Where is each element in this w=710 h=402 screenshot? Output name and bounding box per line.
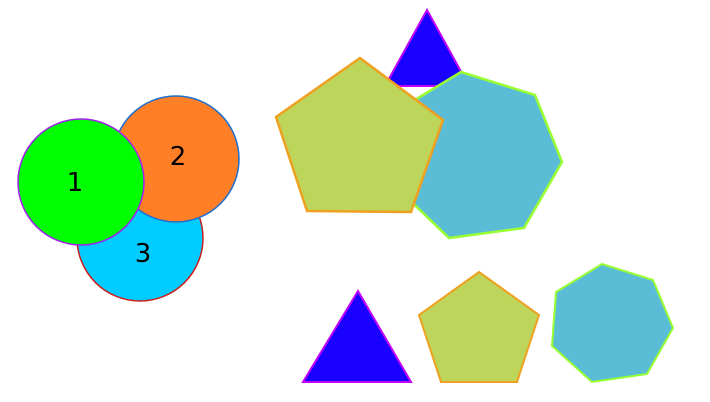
bottom-olive-pentagon [417, 270, 541, 383]
bottom-blue-triangle [301, 289, 413, 383]
circle-label-3: 3 [135, 239, 152, 269]
top-olive-pentagon [274, 56, 445, 214]
circle-label-1: 1 [67, 168, 84, 198]
circle-label-2: 2 [170, 142, 187, 172]
bottom-teal-heptagon [550, 262, 675, 384]
green-circle [17, 118, 145, 246]
top-blue-triangle [383, 7, 471, 87]
